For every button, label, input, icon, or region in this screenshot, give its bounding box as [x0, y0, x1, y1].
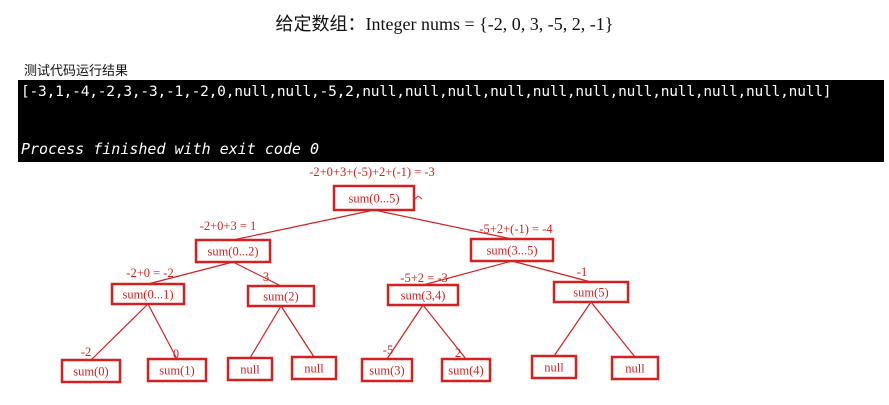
tree-node-box: [290, 355, 338, 381]
console-exit-message: Process finished with exit code 0: [21, 140, 320, 158]
tree-edge-n2-n6: [511, 260, 592, 283]
tree-node-annotation: -2+0+3 = 1: [200, 219, 257, 233]
tree-edge-n2-n5: [422, 260, 513, 286]
tree-node: sum(0...2) -2+0+3 = 1: [194, 219, 272, 264]
tree-node: sum(2) 3: [246, 270, 316, 308]
test-result-label: 测试代码运行结果: [24, 64, 129, 79]
tree-node-annotation: -5+2+(-1) = -4: [479, 222, 553, 236]
tree-node: sum(3) -5: [360, 343, 414, 383]
tree-node-box: [469, 237, 555, 263]
tree-edge-n0-n1: [232, 209, 375, 241]
tree-edge-n6-n13: [553, 301, 592, 357]
tree-node-label: sum(4): [448, 364, 483, 378]
tree-node-box: [146, 357, 208, 383]
tree-edges: [90, 195, 636, 361]
tree-node-annotation: -2+0+3+(-5)+2+(-1) = -3: [309, 165, 435, 179]
tree-node-box: [226, 356, 274, 382]
tree-node-box: [60, 358, 122, 384]
tree-node-label: null: [544, 361, 564, 375]
tree-node: sum(4) 2: [440, 346, 492, 383]
tree-node-label: sum(3,4): [401, 289, 446, 303]
tree-node-label: null: [304, 362, 324, 376]
tree-node-box: [530, 354, 578, 380]
tree-edge-n5-n11: [386, 304, 424, 360]
tree-node: null: [226, 356, 274, 382]
tree-node-label: sum(0...2): [207, 245, 258, 259]
tree-node-annotation: -1: [577, 265, 587, 279]
tree-node-box: [246, 284, 316, 308]
tree-node-box: [386, 283, 460, 307]
tree-edge-n3-n7: [90, 303, 149, 361]
segment-tree-diagram: sum(0...5)-2+0+3+(-5)+2+(-1) = -3sum(0..…: [60, 165, 660, 384]
tree-node-label: sum(3...5): [486, 244, 537, 258]
tree-node-label: sum(3): [369, 364, 404, 378]
tree-node-label: sum(5): [573, 286, 608, 300]
tree-node-annotation: -2: [81, 345, 91, 359]
tree-node-annotation: -5+2 = -3: [400, 271, 447, 285]
tree-node-label: sum(0...1): [122, 288, 173, 302]
tree-edge-n4-n10: [280, 305, 315, 358]
tree-node-annotation: -5: [383, 343, 393, 357]
tree-node-label: sum(1): [159, 364, 194, 378]
array-title: 给定数组：Integer nums = {-2, 0, 3, -5, 2, -1…: [275, 14, 614, 34]
tree-edge-n6-n14: [590, 301, 636, 358]
tree-node: sum(0...5) -2+0+3+(-5)+2+(-1) = -3: [309, 165, 435, 212]
tree-node-label: sum(2): [263, 290, 298, 304]
tree-edge-n1-n4: [232, 261, 282, 287]
tree-nodes: sum(0...5)-2+0+3+(-5)+2+(-1) = -3sum(0..…: [60, 165, 660, 384]
tree-node: sum(0) -2: [60, 345, 122, 384]
tree-node-label: null: [625, 362, 645, 376]
tree-node-box: [440, 357, 492, 383]
console-output-line: [-3,1,-4,-2,3,-3,-1,-2,0,null,null,-5,2,…: [21, 84, 832, 100]
tree-node-box: [110, 282, 186, 306]
tree-node-annotation: 0: [173, 347, 179, 361]
tree-node-label: sum(0...5): [348, 192, 399, 206]
console-output: [-3,1,-4,-2,3,-3,-1,-2,0,null,null,-5,2,…: [18, 80, 884, 162]
tree-node-annotation: 3: [263, 270, 269, 284]
tree-node: sum(0...1) -2+0 = -2: [110, 266, 186, 306]
tree-node-box: [194, 238, 272, 264]
tree-edge-n3-n8: [147, 303, 178, 360]
tree-edge-n4-n9: [249, 305, 282, 359]
tree-node: sum(3...5) -5+2+(-1) = -4: [469, 222, 555, 263]
tree-node: sum(1) 0: [146, 347, 208, 383]
tree-node-annotation: 2: [455, 346, 461, 360]
tree-node-label: sum(0): [73, 365, 108, 379]
tree-edge-n0-n2: [373, 209, 513, 240]
tree-node: null: [290, 355, 338, 381]
tree-node: null: [530, 354, 578, 380]
tree-edge-n1-n3: [147, 261, 234, 285]
tree-node-box: [552, 280, 630, 304]
tree-node: null: [610, 355, 660, 381]
tree-node-box: [360, 357, 414, 383]
tree-node-annotation: -2+0 = -2: [126, 266, 173, 280]
tree-node-box: [610, 355, 660, 381]
tree-node-label: null: [240, 363, 260, 377]
tree-node-box: [332, 184, 416, 212]
tree-edge-n5-n12: [422, 304, 467, 360]
tree-node: sum(5) -1: [552, 265, 630, 304]
tree-node: sum(3,4) -5+2 = -3: [386, 271, 460, 307]
